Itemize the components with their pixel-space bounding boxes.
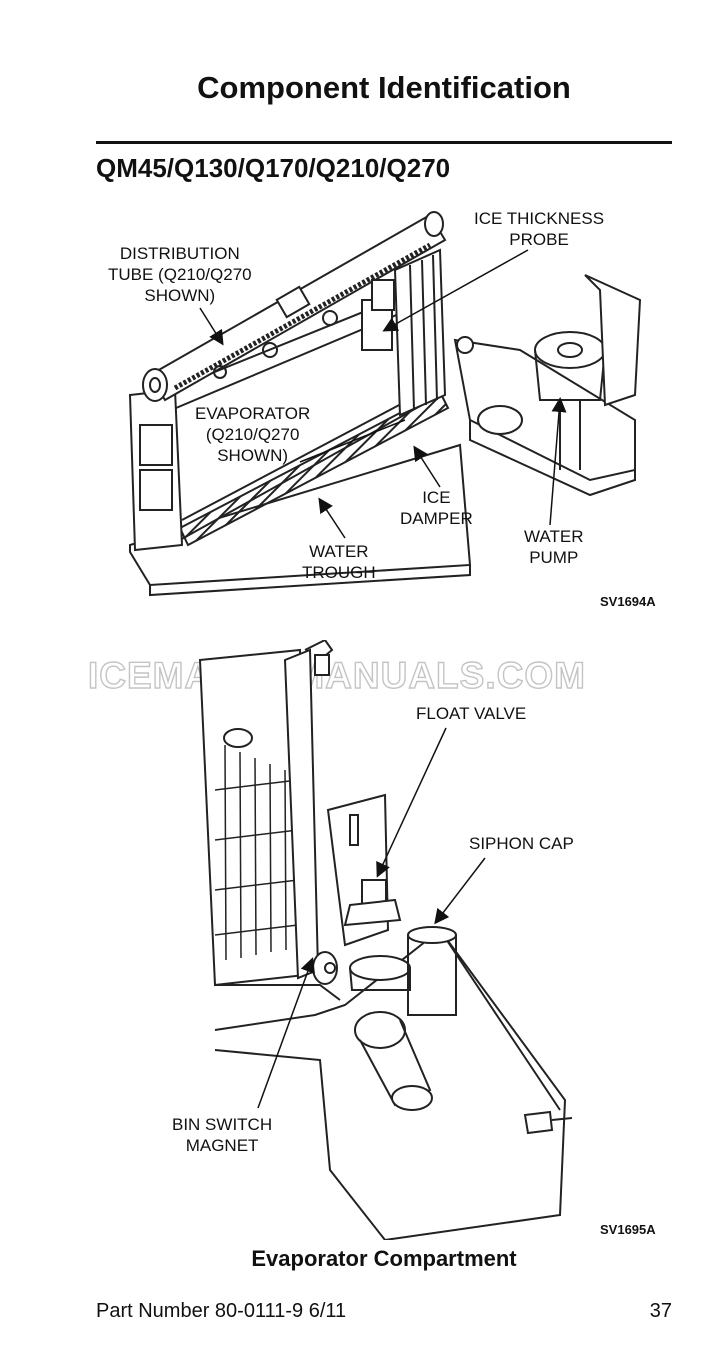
page-number: 37 bbox=[649, 1300, 672, 1322]
part-number: Part Number 80-0111-9 6/11 bbox=[96, 1300, 347, 1322]
figure-code-bottom: SV1695A bbox=[600, 1222, 656, 1237]
evaporator-diagram-top bbox=[128, 211, 642, 597]
label-distribution-tube: DISTRIBUTION TUBE (Q210/Q270 SHOWN) bbox=[108, 244, 252, 305]
watermark: ICEMAKERMANUALS.COM bbox=[87, 654, 586, 696]
page-title: Component Identification bbox=[197, 70, 571, 105]
label-ice-damper: ICE DAMPER bbox=[400, 488, 473, 528]
figure-caption: Evaporator Compartment bbox=[251, 1246, 517, 1271]
evaporator-diagram-bottom bbox=[198, 640, 573, 1240]
header-divider bbox=[96, 141, 672, 144]
label-water-trough: WATER TROUGH bbox=[302, 542, 376, 582]
label-float-valve: FLOAT VALVE bbox=[416, 704, 527, 723]
label-bin-switch-magnet: BIN SWITCH MAGNET bbox=[172, 1115, 273, 1155]
figure-code-top: SV1694A bbox=[600, 594, 656, 609]
label-evaporator: EVAPORATOR (Q210/Q270 SHOWN) bbox=[195, 404, 311, 465]
label-water-pump: WATER PUMP bbox=[524, 527, 584, 567]
model-heading: QM45/Q130/Q170/Q210/Q270 bbox=[96, 153, 451, 183]
label-siphon-cap: SIPHON CAP bbox=[469, 834, 574, 853]
label-ice-thickness-probe: ICE THICKNESS PROBE bbox=[474, 209, 605, 249]
